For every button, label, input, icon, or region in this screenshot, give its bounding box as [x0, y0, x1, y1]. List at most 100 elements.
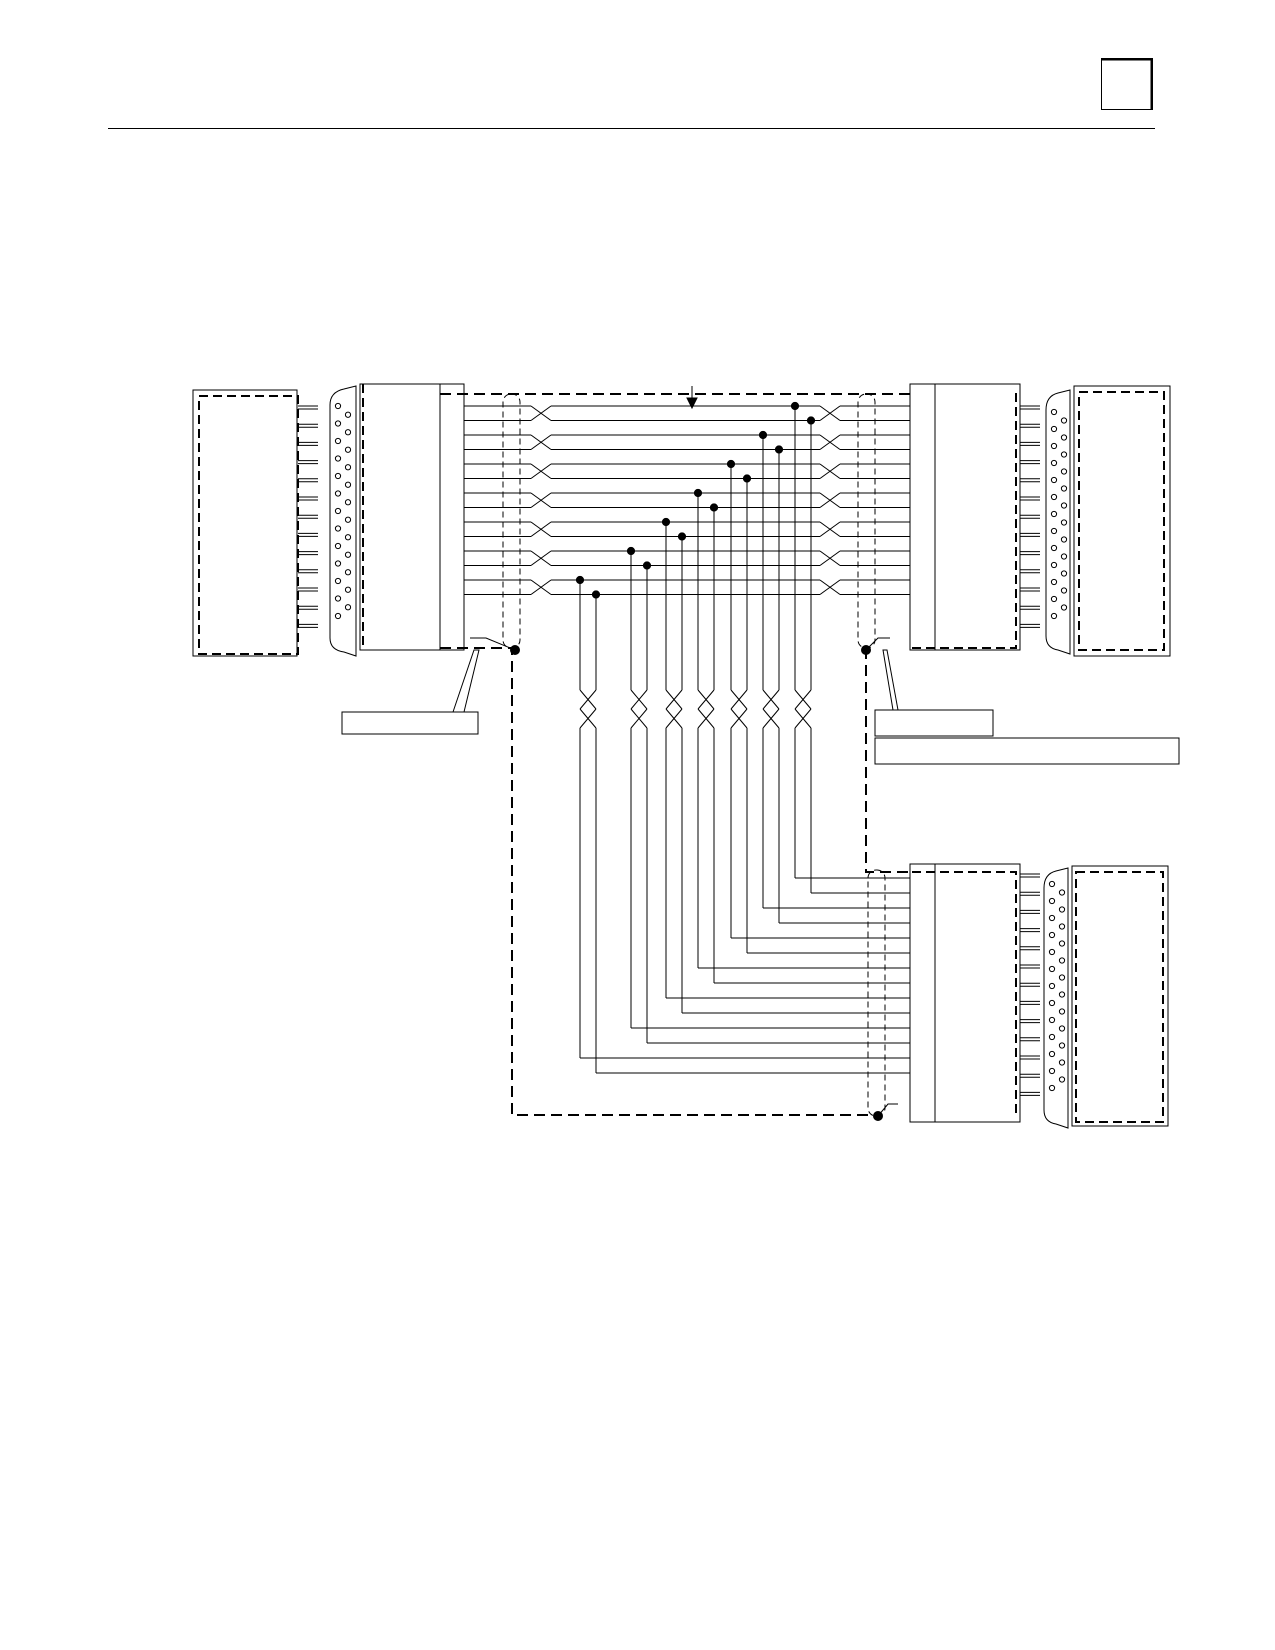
dsub-hole [1060, 468, 1068, 475]
dsub-hole [1048, 914, 1056, 922]
pair-twist [530, 521, 552, 537]
dsub-hole [1050, 408, 1058, 416]
right-shield-callout [874, 649, 1180, 765]
dsub-hole [1048, 880, 1056, 888]
dsub-hole [1050, 578, 1058, 586]
dsub-hole [1060, 604, 1068, 611]
dsub-hole [1048, 982, 1056, 990]
pair-twist [819, 579, 841, 595]
dsub-hole [1050, 493, 1058, 501]
header-rule [108, 128, 1155, 129]
dsub-hole [1060, 434, 1068, 441]
pair-twist [697, 708, 715, 729]
right-top-dsub-shell [1045, 389, 1071, 655]
dsub-hole [1060, 502, 1068, 509]
dsub-hole [344, 464, 352, 471]
dsub-hole [334, 560, 342, 567]
conductor-wires [464, 401, 910, 1074]
right-bottom-connector-body [1071, 865, 1169, 1127]
dsub-hole [334, 455, 342, 462]
dsub-hole [334, 490, 342, 497]
pair-twist [630, 708, 648, 729]
dsub-hole [344, 516, 352, 523]
pair-twist [630, 689, 648, 710]
dsub-hole [1050, 425, 1058, 433]
pair-twist [762, 689, 780, 710]
dsub-hole [1060, 451, 1068, 458]
dsub-hole [334, 402, 342, 410]
dsub-hole [1050, 612, 1058, 620]
pair-twist [819, 550, 841, 566]
pair-twist [665, 689, 683, 710]
dsub-hole [1050, 561, 1058, 569]
right-top-connector-pins [1020, 405, 1040, 628]
dsub-hole [1060, 519, 1068, 526]
dsub-hole [344, 586, 352, 593]
pair-twist [730, 689, 748, 710]
dsub-hole [344, 499, 352, 506]
left-dsub-shell [329, 385, 357, 657]
dsub-hole [1048, 1084, 1056, 1092]
dsub-hole [1048, 1016, 1056, 1024]
dsub-hole [1048, 999, 1056, 1007]
dsub-hole [1050, 510, 1058, 518]
dsub-hole [334, 542, 342, 550]
dsub-hole [1050, 595, 1058, 603]
pair-twist [819, 405, 841, 421]
right-bottom-dsub-holes [1048, 880, 1066, 1092]
dsub-hole [334, 507, 342, 515]
right-top-plug-body [909, 383, 1021, 651]
left-shield-callout [341, 649, 480, 735]
dsub-hole [1050, 544, 1058, 552]
dsub-hole [1058, 906, 1066, 913]
pair-twist [697, 689, 715, 710]
dsub-hole [1048, 931, 1056, 939]
pair-twist [819, 463, 841, 479]
dsub-hole [1050, 527, 1058, 535]
pair-twist [530, 405, 552, 421]
dsub-hole [1058, 991, 1066, 998]
left-dsub-holes [334, 402, 352, 620]
left-connector-pins [298, 405, 318, 628]
dsub-hole [334, 420, 342, 427]
pair-twist [819, 521, 841, 537]
dsub-hole [1060, 485, 1068, 492]
dsub-hole [1060, 536, 1068, 543]
dsub-hole [334, 577, 342, 585]
right-bottom-connector-pins [1020, 873, 1040, 1096]
dsub-hole [1058, 940, 1066, 947]
dsub-hole [334, 595, 342, 602]
right-top-connector-body [1073, 385, 1171, 657]
drain-wires [470, 637, 898, 1117]
dsub-hole [334, 437, 342, 445]
dsub-hole [344, 534, 352, 541]
dsub-hole [1050, 476, 1058, 484]
pair-twist [579, 689, 597, 710]
dsub-hole [344, 551, 352, 558]
dsub-hole [1048, 965, 1056, 973]
dsub-hole [1058, 889, 1066, 896]
dsub-hole [1058, 974, 1066, 981]
cable-overall-shield [440, 393, 910, 1116]
dsub-hole [344, 481, 352, 488]
dsub-hole [344, 569, 352, 576]
dsub-hole [1058, 923, 1066, 930]
dsub-hole [1058, 1042, 1066, 1049]
shield-ground-points [510, 645, 883, 1121]
right-top-dsub-holes [1050, 408, 1068, 620]
dsub-hole [334, 472, 342, 480]
dsub-hole [1048, 1050, 1056, 1058]
page-tab-box [1101, 58, 1153, 110]
dsub-hole [1058, 957, 1066, 964]
right-bottom-plug-body [909, 863, 1021, 1123]
dsub-hole [1048, 948, 1056, 956]
pair-twist [530, 492, 552, 508]
pair-twist [794, 689, 812, 710]
dsub-hole [1058, 1059, 1066, 1066]
dsub-hole [344, 604, 352, 611]
dsub-hole [1048, 897, 1056, 905]
pair-twist [530, 463, 552, 479]
dsub-hole [1048, 1067, 1056, 1075]
pair-twist [665, 708, 683, 729]
